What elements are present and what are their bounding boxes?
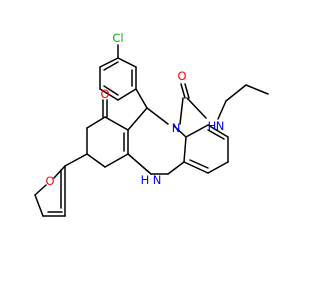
furan-oxygen-atom-label: O xyxy=(45,174,54,188)
atom-label-layer: Cl O H N N O N H O xyxy=(45,31,224,188)
amine-hydrogen-label: H xyxy=(141,173,150,187)
chlorine-atom-label: Cl xyxy=(112,31,123,45)
ketone-oxygen-atom-label: O xyxy=(100,87,109,101)
molecule-structure: Cl O H N N O N H O xyxy=(34,31,269,217)
ring-nitrogen-atom-label: N xyxy=(172,121,181,135)
amine-nitrogen-atom-label: N xyxy=(153,173,162,187)
bond-layer xyxy=(34,44,269,217)
amide-nitrogen-atom-label: N xyxy=(216,119,225,133)
amide-oxygen-atom-label: O xyxy=(177,69,186,83)
amide-nitrogen-hydrogen-label: H xyxy=(208,119,217,133)
